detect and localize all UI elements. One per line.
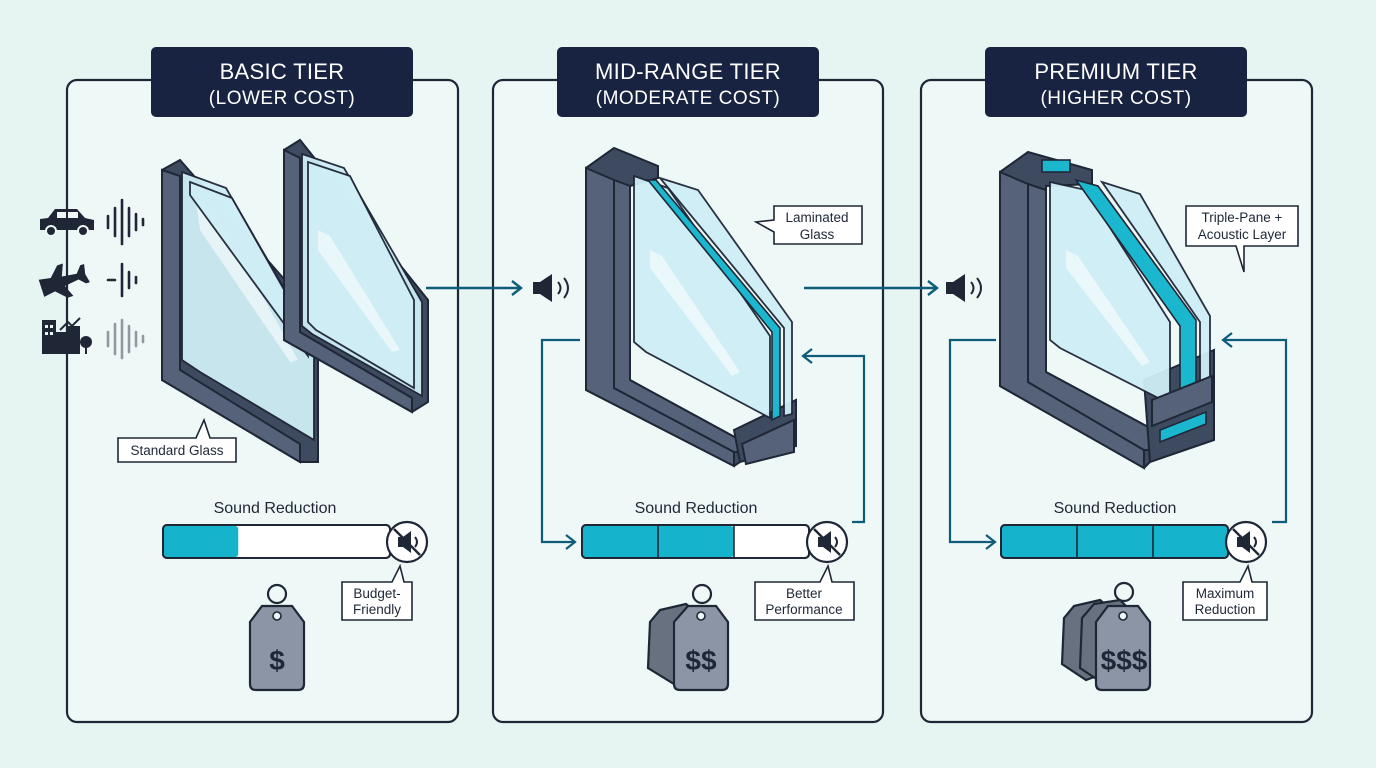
note-line2: Performance (765, 602, 842, 617)
glass-label-line1: Triple-Pane + (1202, 210, 1283, 225)
sound-reduction-label: Sound Reduction (1054, 500, 1177, 517)
note-line1: Better (786, 586, 823, 601)
sound-wave-icon (106, 318, 145, 360)
price-tag-icon: $$$ (1060, 581, 1152, 692)
glass-label-line2: Acoustic Layer (1198, 227, 1287, 242)
tier-cost: (HIGHER COST) (1040, 88, 1191, 109)
note-line1: Budget- (353, 586, 400, 601)
glass-label-line2: Glass (800, 227, 835, 242)
header-mid: MID-RANGE TIER (MODERATE COST) (557, 47, 819, 117)
mute-speaker-icon (805, 520, 849, 564)
price-label: $$ (685, 645, 717, 676)
triple-pane-window (999, 150, 1215, 470)
sound-level-fill (164, 526, 239, 557)
tier-title: PREMIUM TIER (1034, 59, 1197, 84)
car-icon (40, 209, 94, 237)
laminated-glass-window (585, 146, 797, 468)
sound-reduction-bar-premium (1000, 524, 1229, 559)
header-premium: PREMIUM TIER (HIGHER COST) (985, 47, 1247, 117)
price-label: $$$ (1101, 645, 1148, 676)
callout-standard-glass: Standard Glass (117, 417, 237, 463)
callout-better-performance: Better Performance (754, 563, 855, 621)
flow-loop-mid (540, 338, 866, 550)
price-tag-icon: $$ (646, 583, 730, 692)
price-tag-icon: $ (248, 583, 306, 692)
sound-level-fill (1002, 526, 1227, 557)
header-basic: BASIC TIER (LOWER COST) (151, 47, 413, 117)
note-line1: Maximum (1196, 586, 1255, 601)
callout-triple-pane: Triple-Pane + Acoustic Layer (1185, 205, 1299, 273)
tier-cost: (LOWER COST) (209, 88, 355, 109)
flow-loop-premium (948, 332, 1288, 550)
sound-reduction-label: Sound Reduction (635, 500, 758, 517)
tier-cost: (MODERATE COST) (596, 88, 780, 109)
sound-reduction-label: Sound Reduction (214, 500, 337, 517)
tier-title: MID-RANGE TIER (595, 59, 781, 84)
callout-laminated-glass: Laminated Glass (753, 205, 863, 245)
callout-maximum-reduction: Maximum Reduction (1182, 563, 1268, 621)
sound-reduction-bar-basic (162, 524, 391, 559)
city-icon (42, 317, 92, 354)
standard-glass-window (161, 138, 429, 464)
callout-budget-friendly: Budget- Friendly (341, 563, 413, 621)
sound-reduction-bar-mid (581, 524, 810, 559)
price-label: $ (269, 645, 285, 676)
mute-speaker-icon (1224, 520, 1268, 564)
glass-label-line1: Laminated (785, 210, 848, 225)
arrow-basic-to-mid (426, 280, 523, 296)
note-line2: Reduction (1195, 602, 1256, 617)
airplane-icon (38, 263, 90, 298)
glass-label: Standard Glass (130, 443, 223, 458)
note-line2: Friendly (353, 602, 401, 617)
speaker-icon (533, 274, 569, 302)
mute-speaker-icon (385, 520, 429, 564)
arrow-mid-to-premium (804, 280, 939, 296)
sound-wave-icon (106, 198, 145, 246)
tier-title: BASIC TIER (220, 59, 345, 84)
sound-wave-icon (106, 262, 138, 298)
speaker-icon (946, 274, 982, 302)
